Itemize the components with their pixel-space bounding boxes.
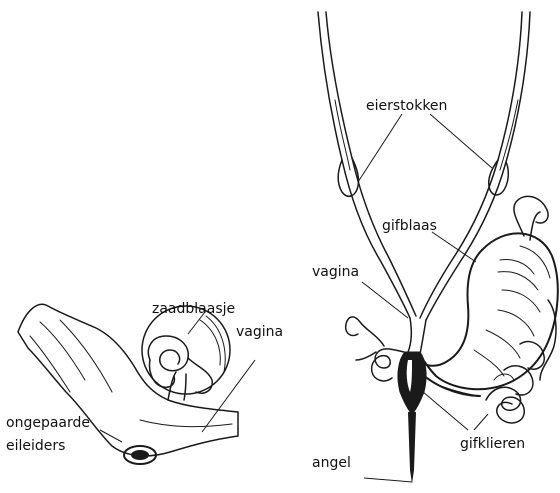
label-gifblaas: gifblaas [382,218,437,234]
label-gifklieren: gifklieren [460,436,525,452]
label-eileiders: eileiders [6,438,65,454]
right-organ-figure [318,12,558,484]
venom-sac [420,196,558,396]
label-vagina-right: vagina [312,264,359,280]
venom-glands-right [486,300,556,423]
label-zaadblaasje: zaadblaasje [152,301,235,317]
unpaired-oviduct-shape [18,304,238,456]
venom-glands-left [346,317,404,381]
label-eierstokken: eierstokken [366,98,447,114]
label-ongepaarde: ongepaarde [6,415,90,431]
sting [398,352,426,484]
label-angel: angel [312,455,351,471]
label-vagina-left: vagina [236,324,283,340]
